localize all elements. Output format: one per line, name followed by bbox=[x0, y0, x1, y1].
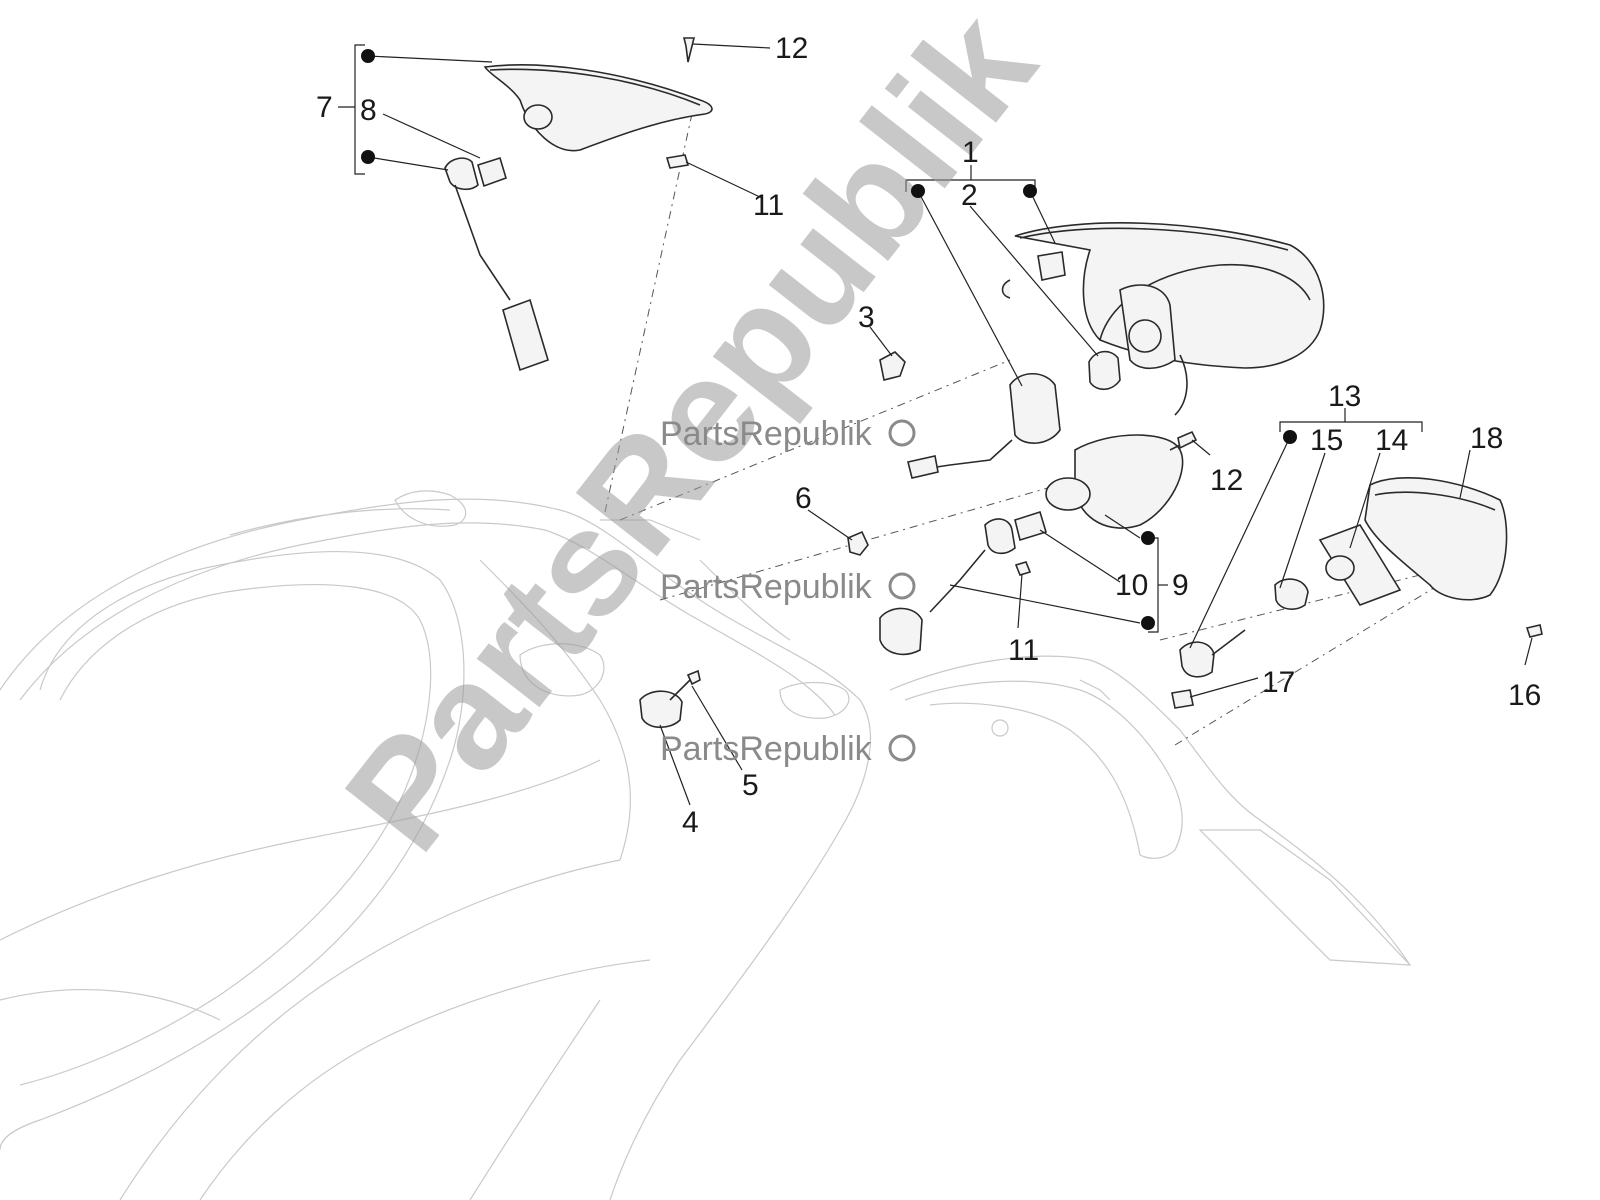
screw-12 bbox=[1169, 430, 1198, 451]
callout-18: 18 bbox=[1470, 422, 1503, 455]
rear-indicator-9 bbox=[879, 434, 1184, 656]
callout-5: 5 bbox=[742, 769, 759, 802]
license-light-assembly-13 bbox=[1171, 476, 1543, 709]
callout-16: 16 bbox=[1508, 679, 1541, 712]
bullet-markers bbox=[361, 49, 1297, 630]
knob-4 bbox=[639, 669, 701, 729]
watermark-small-1: PartsRepublik bbox=[660, 415, 916, 453]
clip-3 bbox=[879, 351, 906, 381]
callout-15: 15 bbox=[1310, 424, 1343, 457]
callout-7: 7 bbox=[316, 91, 333, 124]
callout-11-top: 11 bbox=[753, 189, 784, 222]
callout-11-mid: 11 bbox=[1008, 634, 1039, 667]
callout-10: 10 bbox=[1115, 569, 1148, 602]
watermark-text: PartsRepublik bbox=[660, 730, 873, 768]
watermark-small-2: PartsRepublik bbox=[660, 568, 916, 606]
leader-lines bbox=[338, 43, 1533, 806]
watermark-text: PartsRepublik bbox=[660, 568, 873, 606]
indicator-assembly-7 bbox=[444, 37, 713, 372]
callout-1: 1 bbox=[962, 136, 979, 169]
callout-labels: 1 2 3 4 5 6 7 8 9 10 11 12 11 12 13 14 1… bbox=[316, 32, 1541, 839]
watermark: PartsRepublik PartsRepublik PartsRepubli… bbox=[313, 0, 1067, 880]
callout-12-top: 12 bbox=[775, 32, 808, 65]
callout-8: 8 bbox=[360, 94, 377, 127]
lamp-socket-cable bbox=[907, 372, 1061, 479]
callout-9: 9 bbox=[1172, 569, 1189, 602]
gear-icon bbox=[888, 572, 916, 600]
callout-2: 2 bbox=[961, 179, 978, 212]
callout-4: 4 bbox=[682, 806, 699, 839]
callout-3: 3 bbox=[858, 301, 875, 334]
clip-6 bbox=[847, 530, 869, 556]
watermark-small-3: PartsRepublik bbox=[660, 730, 916, 768]
callout-12-mid: 12 bbox=[1210, 464, 1243, 497]
gear-icon bbox=[888, 419, 916, 447]
tail-lamp-assembly-1 bbox=[1001, 222, 1325, 416]
callout-14: 14 bbox=[1375, 424, 1408, 457]
scooter-body-outline bbox=[0, 490, 1412, 1200]
callout-13: 13 bbox=[1328, 380, 1361, 413]
callout-17: 17 bbox=[1262, 666, 1295, 699]
watermark-text: PartsRepublik bbox=[660, 415, 873, 453]
callout-6: 6 bbox=[795, 482, 812, 515]
gear-icon bbox=[888, 734, 916, 762]
